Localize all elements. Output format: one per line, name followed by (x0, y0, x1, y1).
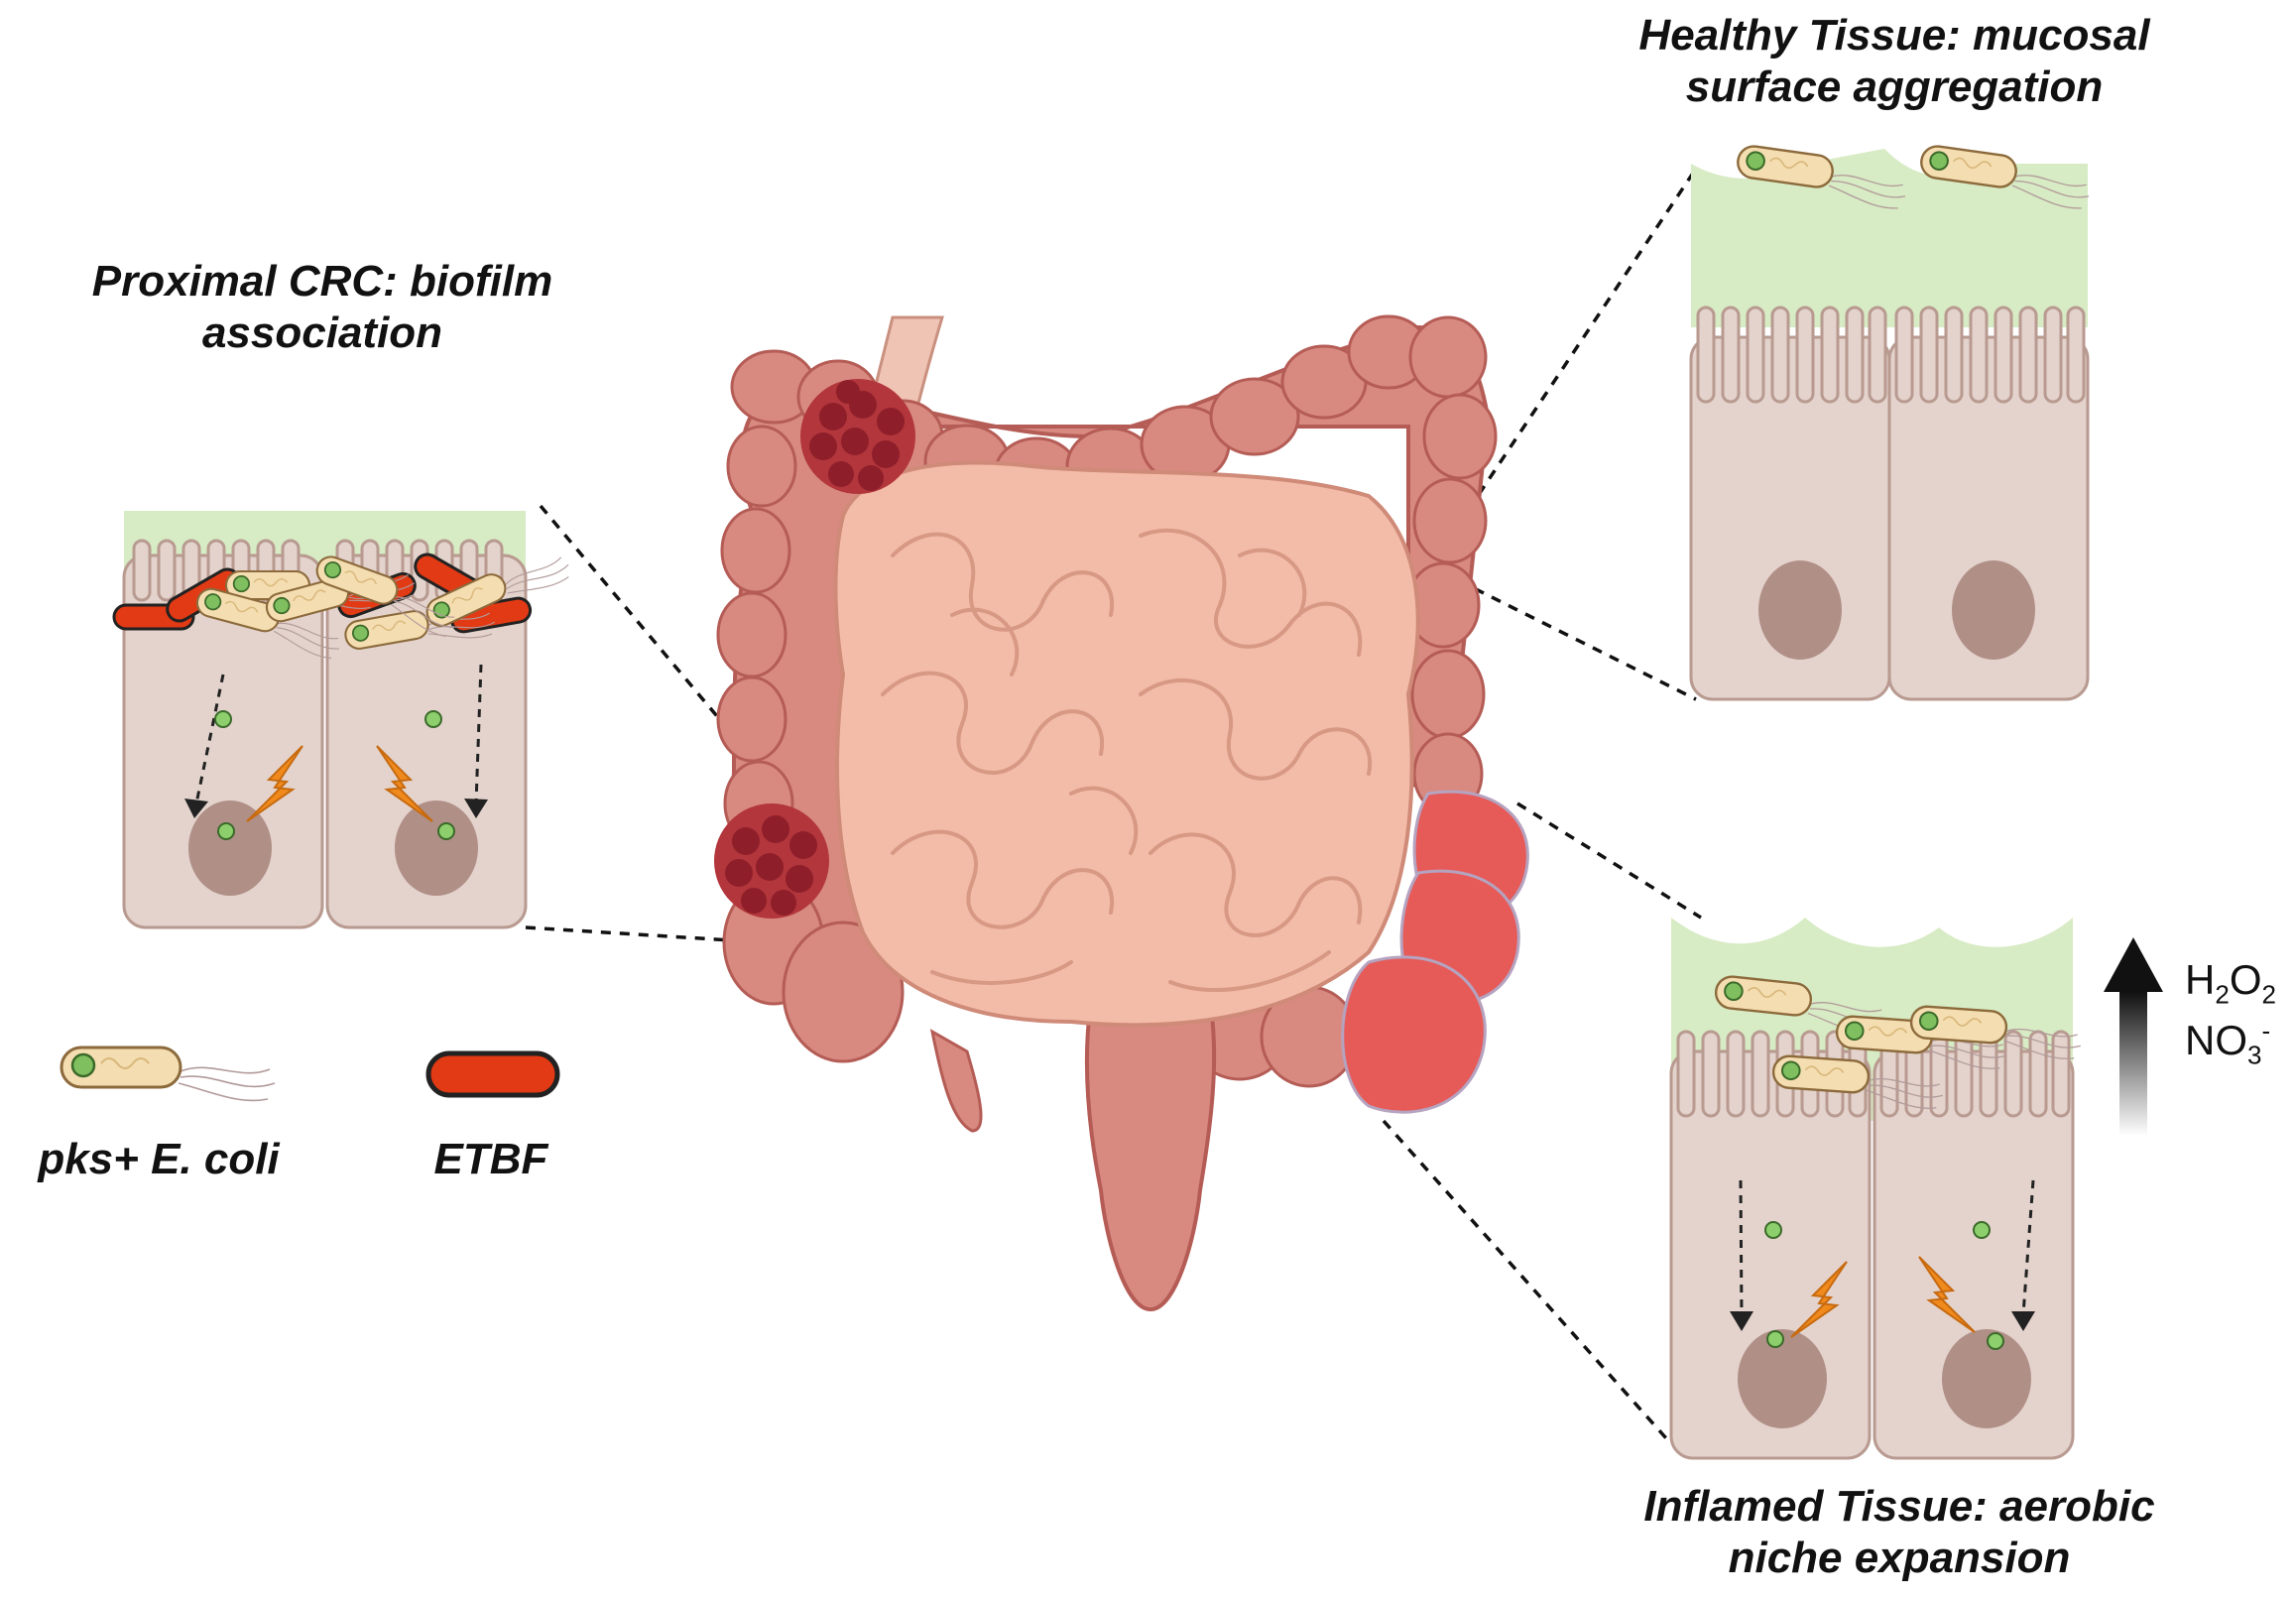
dna-damage-left-cell (184, 674, 303, 840)
tumor-proximal-top (800, 379, 915, 494)
inflamed-dna-damage-right (1918, 1179, 2035, 1350)
healthy-epithelial-cell-right (1887, 306, 2090, 701)
caption-healthy-line1: Healthy Tissue: mucosal (1638, 11, 2150, 60)
legend-ecoli-symbol (60, 1046, 277, 1102)
proximal-epithelial-cell-left (122, 539, 324, 929)
inflamed-epithelial-cell-left (1669, 1030, 1872, 1460)
caption-inflamed-tissue: Inflamed Tissue: aerobic niche expansion (1562, 1481, 2236, 1584)
caption-inflamed-line2: niche expansion (1728, 1534, 2071, 1582)
inflamed-dna-damage-left (1730, 1179, 1848, 1348)
label-hydrogen-peroxide: H2O2 (2185, 956, 2276, 1010)
caption-healthy-tissue: Healthy Tissue: mucosal surface aggregat… (1567, 10, 2222, 113)
caption-proximal-crc: Proximal CRC: biofilm association (30, 256, 615, 359)
inflamed-tissue-panel (1669, 918, 2085, 1460)
gut-illustration (714, 314, 1529, 1312)
legend-ecoli-label: pks+ E. coli (38, 1135, 280, 1183)
caption-proximal-line2: association (201, 308, 443, 357)
inflamed-epithelial-cell-right (1873, 1030, 2075, 1460)
caption-proximal-line1: Proximal CRC: biofilm (91, 257, 553, 306)
tumor-proximal-bottom (714, 803, 829, 919)
dna-damage-right-cell (376, 664, 488, 840)
healthy-epithelial-cell-left (1689, 306, 1891, 701)
caption-healthy-line2: surface aggregation (1685, 62, 2104, 111)
up-arrow-icon (2104, 937, 2163, 1136)
inflamed-colon-segment (1341, 790, 1529, 1114)
label-nitrate: NO3- (2185, 1016, 2271, 1070)
caption-inflamed-line1: Inflamed Tissue: aerobic (1643, 1482, 2155, 1531)
healthy-tissue-panel (1689, 143, 2095, 701)
legend-etbf-label: ETBF (433, 1135, 548, 1183)
legend-etbf-symbol (425, 1050, 560, 1098)
proximal-crc-panel (112, 511, 575, 929)
